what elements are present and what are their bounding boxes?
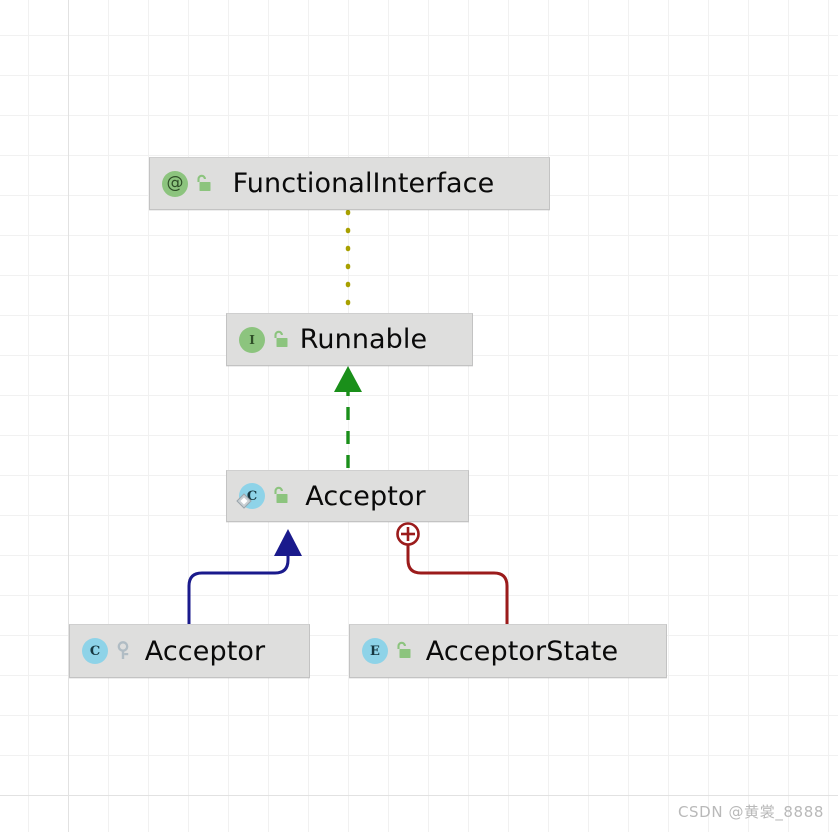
solid-triangle-arrowhead	[334, 366, 362, 392]
node-runnable[interactable]: I Runnable	[226, 313, 473, 366]
class-with-anchor-icon: C	[235, 482, 265, 510]
interface-i-icon: I	[239, 326, 265, 353]
solid-triangle-arrowhead	[274, 529, 302, 556]
class-c-icon: C	[82, 638, 108, 664]
edge-inner-class-of[interactable]	[187, 529, 302, 624]
node-badges: C	[227, 482, 289, 510]
edge-nested-in[interactable]	[396, 522, 509, 625]
annotation-at-icon: @	[162, 170, 188, 197]
enum-e-icon: E	[362, 638, 388, 664]
node-title: Acceptor	[144, 635, 266, 667]
edge-implements[interactable]	[334, 366, 362, 468]
node-title: Acceptor	[305, 480, 426, 512]
node-title: Runnable	[299, 324, 428, 355]
node-badges: @	[150, 170, 212, 197]
anchor-diamond-icon	[236, 493, 252, 509]
node-functional-interface[interactable]: @ FunctionalInterface	[149, 157, 550, 210]
grid-major-line-vertical	[68, 0, 69, 832]
key-icon	[117, 640, 131, 662]
unlocked-padlock-icon	[394, 640, 412, 662]
node-badges: C	[70, 638, 131, 664]
node-acceptor-outer[interactable]: C Acceptor	[226, 470, 469, 522]
node-acceptor-state[interactable]: E AcceptorState	[349, 624, 667, 678]
unlocked-padlock-icon	[271, 329, 289, 351]
node-title: FunctionalInterface	[232, 168, 495, 199]
node-badges: I	[227, 326, 289, 353]
node-badges: E	[350, 638, 412, 664]
node-acceptor-inner[interactable]: C Acceptor	[69, 624, 310, 678]
watermark: CSDN @黄裳_8888	[677, 803, 824, 821]
unlocked-padlock-icon	[271, 485, 289, 507]
node-title: AcceptorState	[425, 635, 619, 667]
unlocked-padlock-icon	[194, 173, 212, 195]
grid-major-line-horizontal	[0, 795, 838, 796]
